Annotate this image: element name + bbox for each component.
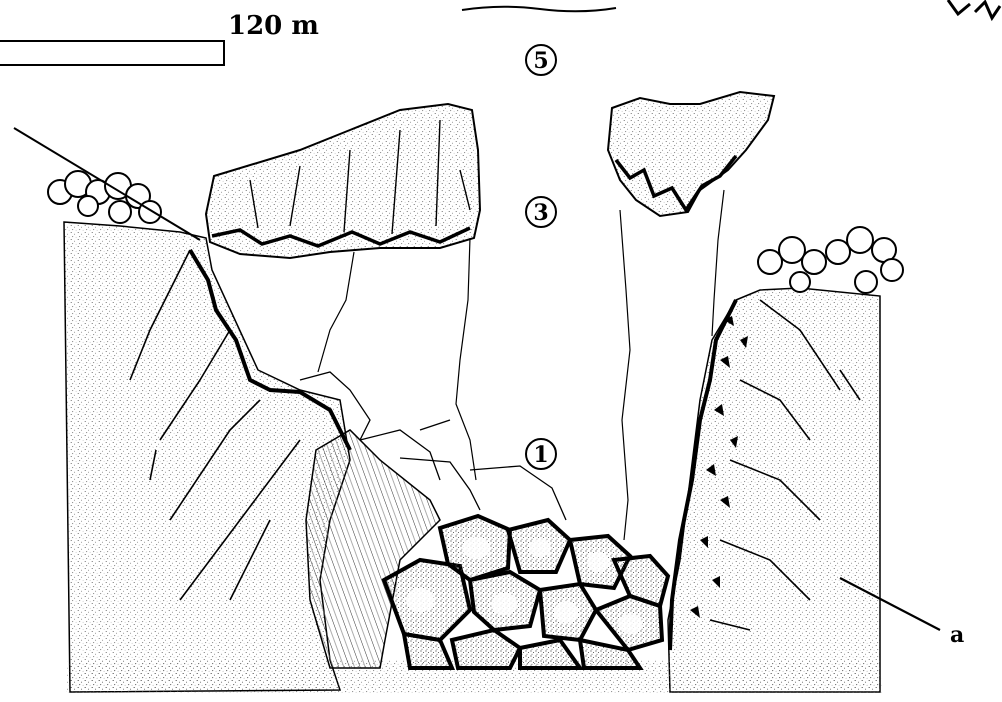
- corner-sketch-fragment: [948, 0, 1000, 18]
- scale-bar: [0, 41, 224, 65]
- marker-1-label: 1: [533, 442, 548, 468]
- callout-label-a: a: [950, 622, 964, 648]
- left-shrub: [48, 171, 161, 223]
- left-pointer-line: [14, 128, 200, 240]
- scale-bar-label: 120 m: [228, 11, 319, 41]
- marker-5-label: 5: [533, 48, 548, 74]
- marker-5: 5: [526, 45, 556, 75]
- right-rock-wall: [668, 288, 880, 692]
- left-rock-wall: [64, 222, 350, 692]
- marker-3: 3: [526, 197, 556, 227]
- right-cap-rock: [608, 92, 774, 216]
- right-shrub: [758, 227, 903, 293]
- marker-3-label: 3: [533, 200, 548, 226]
- top-wavy-line: [462, 7, 616, 12]
- marker-1: 1: [526, 439, 556, 469]
